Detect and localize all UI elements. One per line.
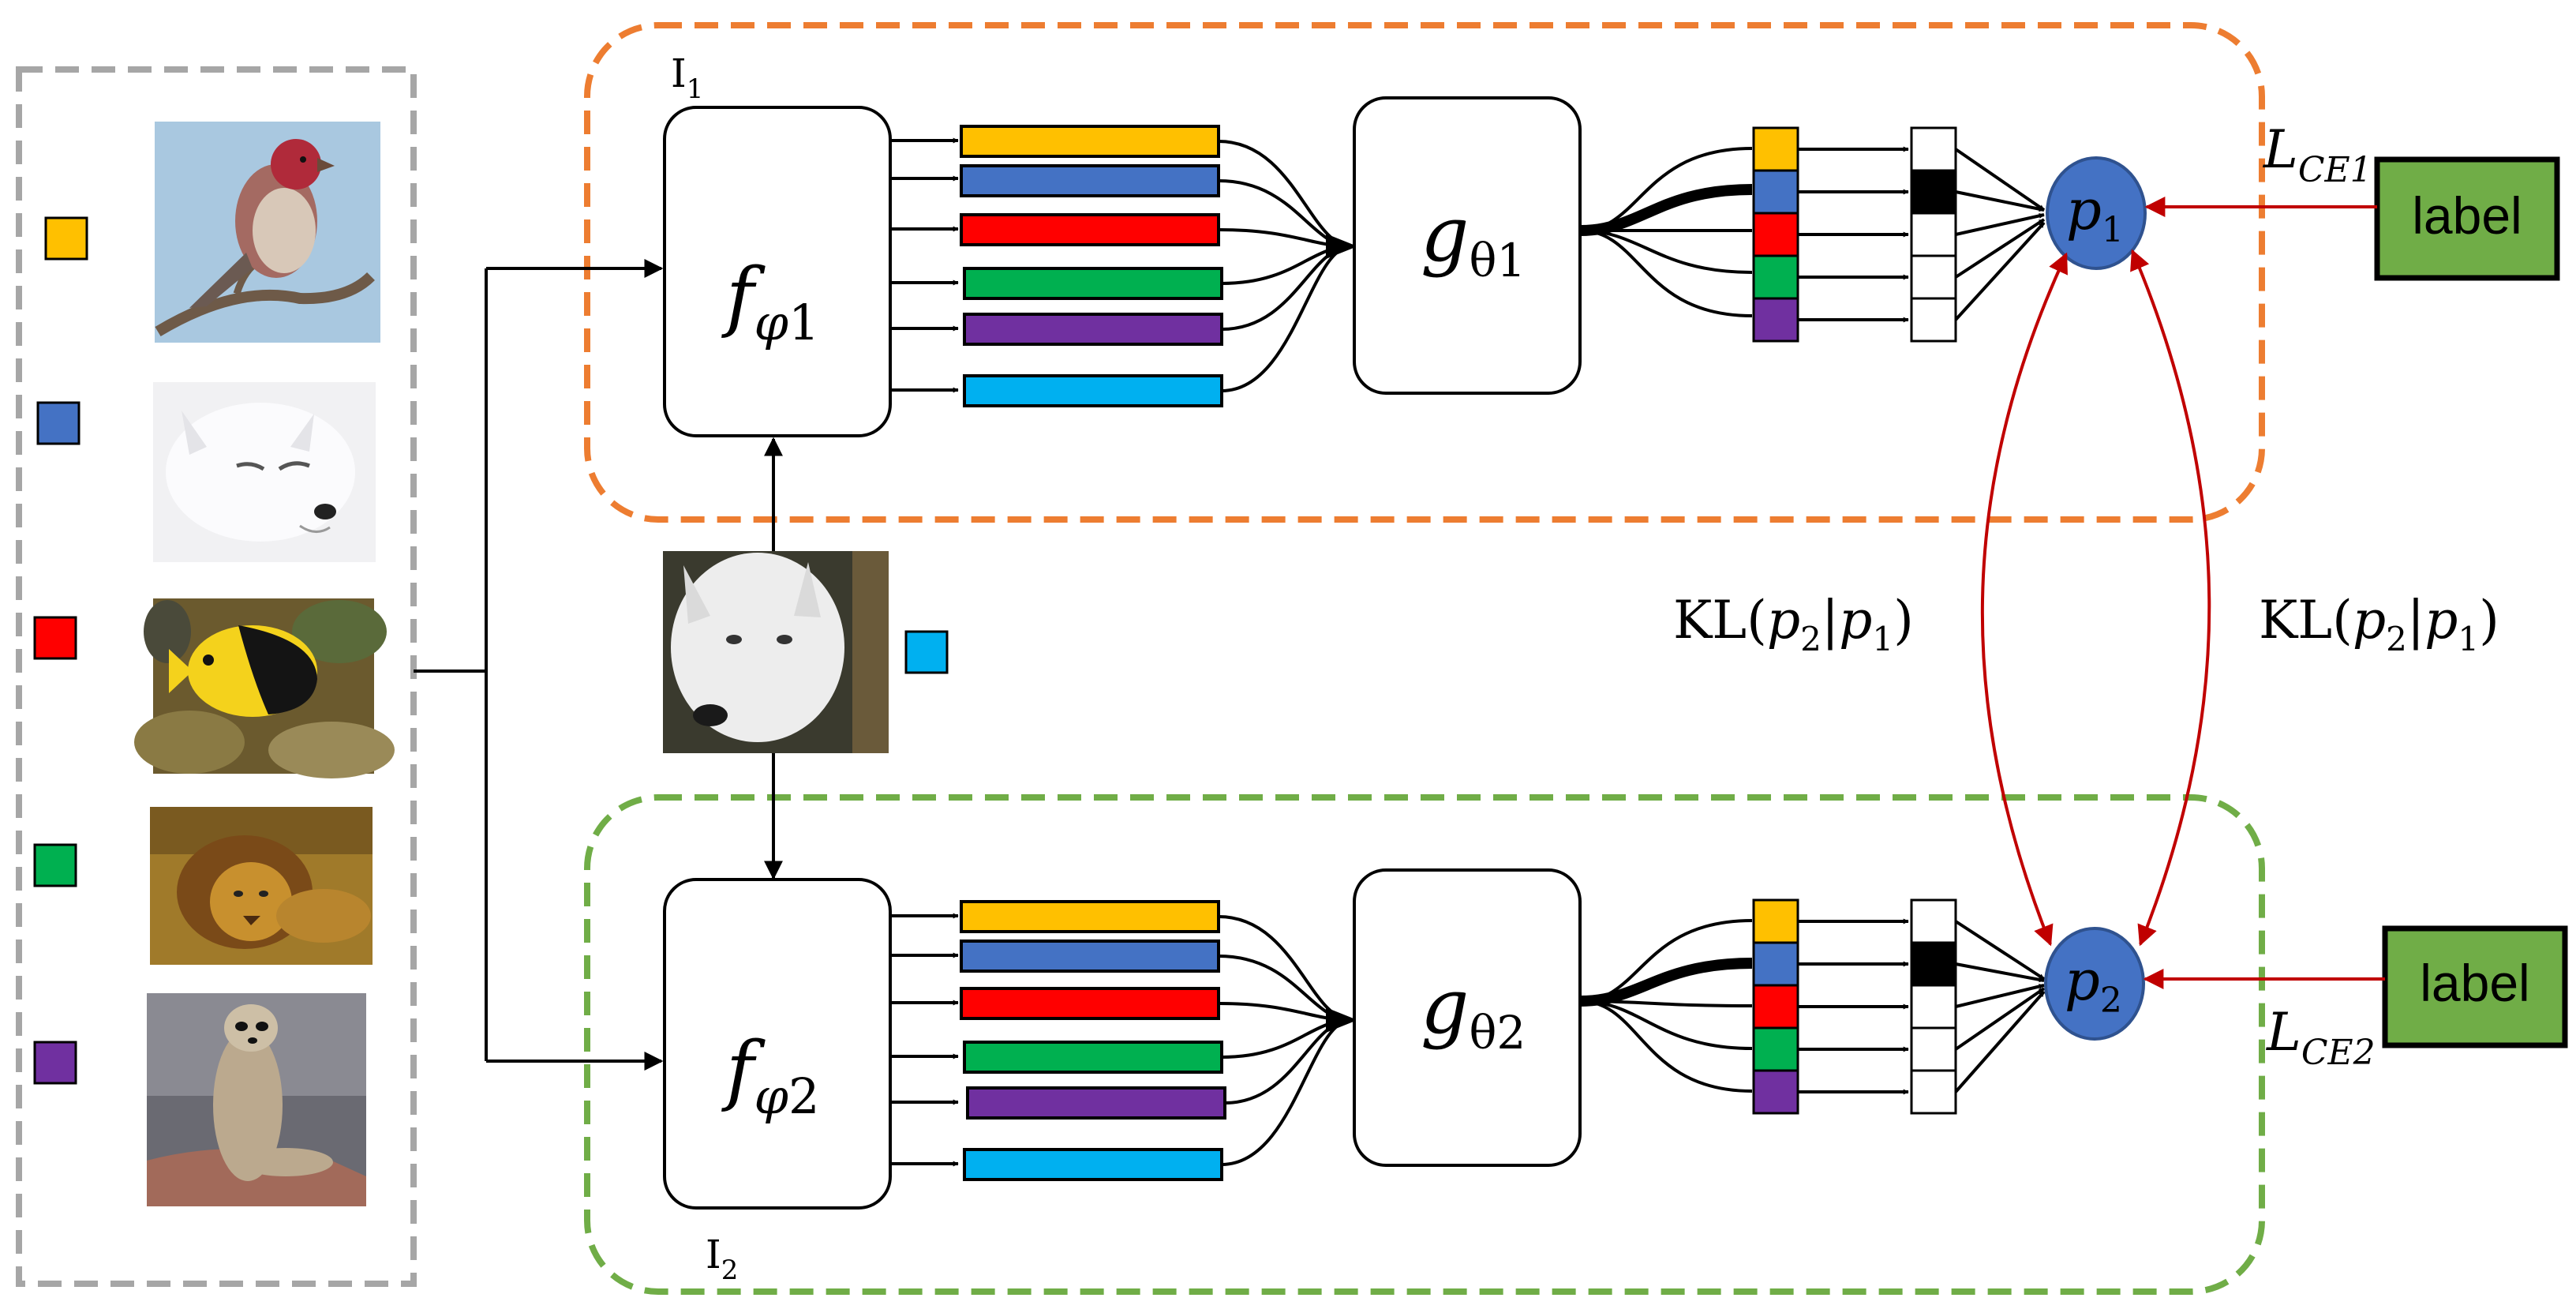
- branch1-feature-red: [960, 213, 1220, 246]
- branch2-feature-blue: [960, 940, 1220, 973]
- branch2-score-green: [1752, 1026, 1799, 1072]
- branch2-feature-green: [963, 1041, 1223, 1074]
- support-swatch-4: [33, 843, 77, 887]
- prob-node-p2-label: p2: [2065, 948, 2122, 1021]
- label-box-1-text: label: [2412, 186, 2522, 245]
- kl-arrow-left: [1980, 252, 2068, 947]
- head-g-theta1-label: gθ1: [1421, 190, 1526, 287]
- branch1-score-green: [1752, 254, 1799, 300]
- query-swatch: [904, 630, 949, 674]
- branch1-score-purple: [1752, 297, 1799, 343]
- branch2-group-label: I2: [706, 1232, 738, 1286]
- fish-image: [134, 598, 395, 778]
- support-swatch-5: [33, 1041, 77, 1085]
- branch2-feature-arrows: [890, 913, 959, 1167]
- branch2-feature-red: [960, 987, 1220, 1020]
- branch1-prob-cell-2: [1910, 169, 1957, 215]
- branch2-feature-cyan: [963, 1148, 1223, 1181]
- arctic-fox-image: [153, 382, 376, 562]
- encoder-f-phi1: [663, 106, 892, 437]
- branch1-feature-purple: [963, 313, 1223, 346]
- branch1-feature-cyan: [963, 374, 1223, 407]
- support-swatch-3: [33, 616, 77, 660]
- head-g-theta2-label: gθ2: [1421, 962, 1526, 1060]
- lion-image: [150, 807, 373, 965]
- white-wolf-image: [663, 551, 889, 753]
- label-box-1: [2374, 156, 2560, 281]
- branch1-prob-cell-1: [1910, 126, 1957, 172]
- meerkat-image: [147, 993, 366, 1206]
- branch1-feature-arrows: [890, 137, 959, 393]
- head-g-theta2: [1353, 868, 1582, 1167]
- branch2-prob-cell-2: [1910, 941, 1957, 987]
- branch1-spread-curves: [1579, 147, 1753, 317]
- branch2-converge-curves: [1218, 915, 1357, 1166]
- branch1-prob-cell-5: [1910, 297, 1957, 343]
- bird-image: [155, 122, 380, 343]
- branch1-converge-curves: [1218, 140, 1357, 392]
- branch2-score-blue: [1752, 941, 1799, 987]
- loss-ce2: LCE2: [2266, 1002, 2376, 1073]
- branch1-feature-green: [963, 267, 1223, 300]
- branch2-feature-yellow: [960, 900, 1220, 933]
- branch1-group-label: I1: [671, 51, 703, 105]
- branch2-score-arrows: [1798, 918, 1909, 1095]
- branch2-feature-purple: [966, 1086, 1226, 1120]
- branch2-score-yellow: [1752, 898, 1799, 944]
- support-swatch-2: [36, 401, 80, 445]
- branch2-prob-cell-5: [1910, 1069, 1957, 1115]
- branch2-prob-cell-4: [1910, 1026, 1957, 1072]
- branch2-score-purple: [1752, 1069, 1799, 1115]
- kl-arrow-right: [2130, 249, 2211, 947]
- branch1-score-red: [1752, 212, 1799, 257]
- branch2-box: [584, 794, 2265, 1295]
- label-box-2: [2382, 925, 2568, 1048]
- branch1-box: [584, 22, 2265, 523]
- encoder-f-phi2-label: fφ2: [721, 1026, 819, 1125]
- branch2-score-red: [1752, 984, 1799, 1030]
- support-swatch-1: [44, 216, 88, 261]
- encoder-f-phi2: [663, 878, 892, 1210]
- support-set-box: [16, 66, 417, 1287]
- branch2-prob-cell-3: [1910, 984, 1957, 1030]
- encoder-f-phi1-label: fφ1: [721, 252, 819, 351]
- branch1-to-p1-lines: [1954, 148, 2046, 321]
- loss-ce1: LCE1: [2263, 119, 2372, 190]
- prob-node-p1-label: p1: [2066, 178, 2124, 250]
- branch2-prob-cell-1: [1910, 898, 1957, 944]
- head-g-theta1: [1353, 96, 1582, 395]
- branch1-feature-blue: [960, 164, 1220, 197]
- kl-label-right: KL(p2|p1): [2259, 590, 2499, 658]
- branch1-prob-cell-4: [1910, 254, 1957, 300]
- branch1-feature-yellow: [960, 125, 1220, 158]
- support-connector: [414, 268, 488, 1061]
- branch1-prob-cell-3: [1910, 212, 1957, 257]
- branch2-to-p2-lines: [1954, 920, 2046, 1093]
- branch1-score-yellow: [1752, 126, 1799, 172]
- branch1-score-blue: [1752, 169, 1799, 215]
- kl-label-left: KL(p2|p1): [1673, 590, 1914, 658]
- label-box-2-text: label: [2420, 954, 2529, 1012]
- branch2-spread-curves: [1579, 919, 1753, 1093]
- branch1-score-arrows: [1798, 146, 1909, 323]
